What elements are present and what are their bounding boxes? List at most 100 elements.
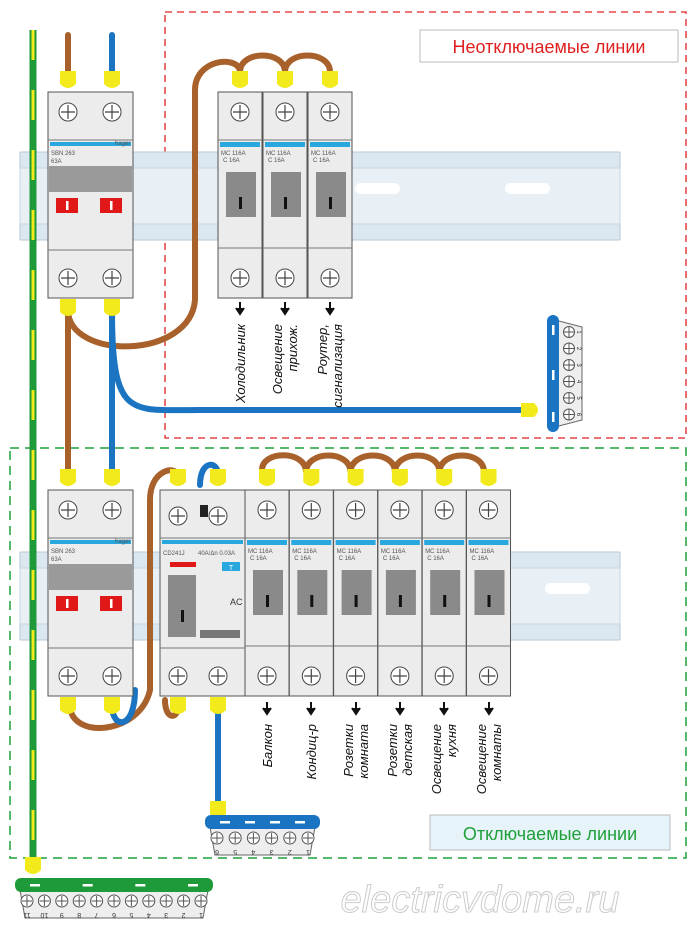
svg-text:прихож.: прихож. — [285, 324, 300, 371]
svg-text:комната: комната — [356, 724, 371, 779]
terminal-number: 2 — [182, 911, 186, 918]
switched-zone-label-box — [429, 814, 671, 851]
rcd[interactable]: CD241J 40A/Δn 0.03A T AC — [159, 489, 246, 697]
svg-text:Освещение: Освещение — [270, 324, 285, 394]
unswitched-zone-label: Неотключаемые линии — [453, 37, 646, 57]
wire-ferrule — [170, 697, 186, 714]
svg-text:Балкон: Балкон — [260, 724, 275, 767]
phase-to-rcd-wire — [67, 467, 181, 731]
mcb-toggle[interactable] — [341, 570, 372, 615]
mcb-toggle[interactable] — [430, 570, 461, 615]
rcd-test-label: T — [229, 565, 234, 572]
wire-ferrule — [210, 801, 226, 818]
mcb-toggle[interactable] — [226, 172, 256, 217]
switched-zone — [9, 447, 687, 859]
mcb-model: MC 116A — [381, 549, 406, 555]
svg-text:Освещение: Освещение — [474, 724, 489, 794]
wire-ferrule — [104, 71, 120, 88]
wire-ferrule — [104, 469, 120, 486]
svg-text:Освещение: Освещение — [429, 724, 444, 794]
wire-ferrule — [277, 71, 293, 88]
terminal-number: 6 — [215, 848, 219, 855]
mcb-toggle[interactable] — [316, 172, 346, 217]
wire-ferrule — [60, 697, 76, 714]
mcb-toggle[interactable] — [297, 570, 328, 615]
switched-line-label: Кондиц-р — [304, 702, 319, 779]
rcd-rating: 40A/Δn 0.03A — [198, 551, 235, 557]
wire-ferrule — [303, 469, 320, 486]
mcb-model: MC 116A — [311, 151, 336, 157]
unswitched-line-label: Холодильник — [233, 302, 248, 404]
terminal-number: 1 — [575, 330, 581, 334]
wire-ferrule — [25, 857, 41, 874]
mcb-toggle[interactable] — [253, 570, 283, 615]
arrow-down-icon — [325, 302, 335, 316]
terminal-number: 5 — [233, 848, 237, 855]
terminal-number: 3 — [575, 363, 581, 367]
mcb-rating: C 16A — [383, 556, 400, 562]
arrow-down-icon — [262, 702, 272, 716]
mcb-model: MC 116A — [425, 549, 450, 555]
unswitched-zone-label-box — [419, 29, 679, 63]
svg-text:hager: hager — [115, 539, 130, 545]
switched-line-label: Балкон — [260, 702, 275, 767]
arrow-down-icon — [235, 302, 245, 316]
terminal-number: 2 — [575, 347, 581, 351]
terminal-number: 8 — [77, 911, 81, 918]
svg-text:Роутер,: Роутер, — [315, 324, 330, 375]
wire-ferrule — [480, 469, 497, 486]
wire-ferrule — [210, 469, 226, 486]
wire-ferrule — [436, 469, 453, 486]
wire-ferrule — [521, 403, 538, 417]
switch-handle[interactable] — [49, 564, 132, 590]
terminal-number: 6 — [112, 911, 116, 918]
rcd-test-button[interactable] — [222, 562, 240, 571]
mcb-rating: C 16A — [339, 556, 356, 562]
mcb-rating: C 16A — [223, 158, 240, 164]
wire-ferrule — [232, 71, 248, 88]
svg-text:hager: hager — [115, 141, 130, 147]
switch-rating: 63A — [51, 557, 62, 563]
switch-handle[interactable] — [49, 166, 132, 192]
terminal-number: 1 — [199, 911, 203, 918]
mcb-toggle[interactable] — [474, 570, 505, 615]
mcb-model: MC 116A — [337, 549, 362, 555]
rcd-model: CD241J — [163, 551, 185, 557]
rcd-type: AC — [230, 597, 243, 607]
mcb-toggle[interactable] — [271, 172, 301, 217]
phase-to-unswitched-wire — [65, 58, 243, 350]
mcb-rating: C 16A — [294, 556, 311, 562]
terminal-number: 4 — [575, 380, 581, 384]
switch-model: SBN 263 — [51, 151, 76, 157]
terminal-number: 5 — [129, 911, 133, 918]
wire-ferrule — [210, 697, 226, 714]
mcb-model: MC 116A — [292, 549, 317, 555]
terminal-number: 9 — [60, 911, 64, 918]
mcb-model: MC 116A — [248, 549, 273, 555]
phase-jumper-bottom — [259, 452, 487, 475]
rcd-toggle[interactable] — [168, 575, 196, 637]
watermark: electricvdome.ru — [341, 879, 620, 921]
wire-ferrule — [60, 71, 76, 88]
mcb-rating: C 16A — [250, 556, 267, 562]
mcb-toggle[interactable] — [385, 570, 416, 615]
terminal-number: 1 — [306, 848, 310, 855]
